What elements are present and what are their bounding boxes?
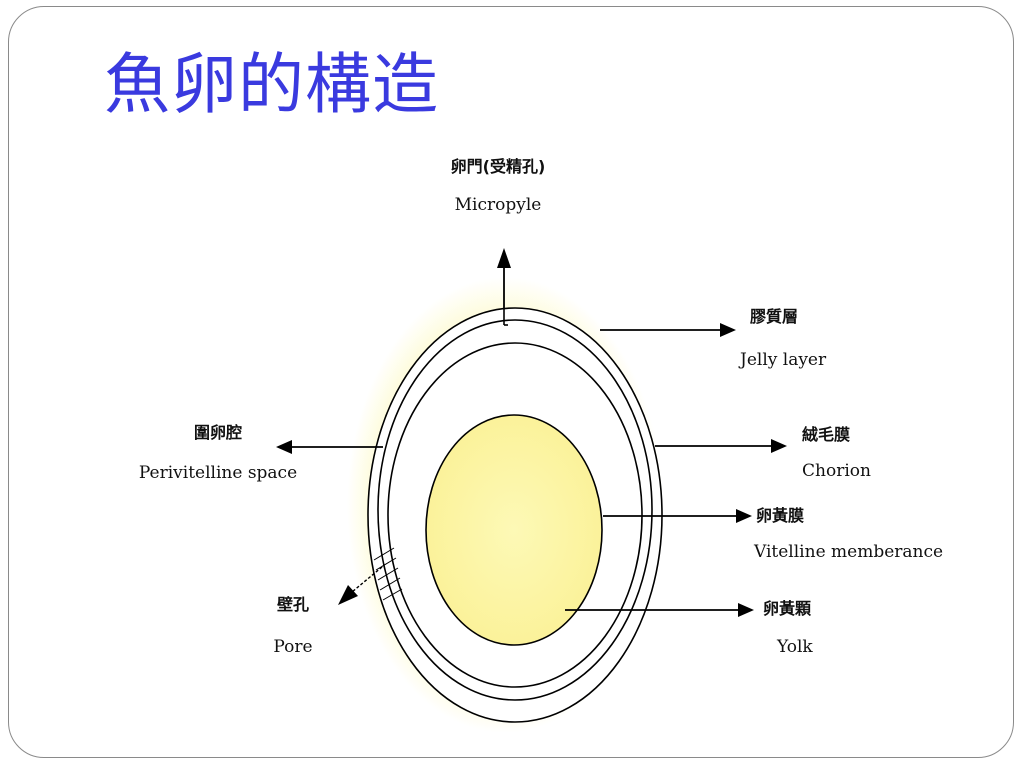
label-yolk-en: Yolk <box>776 637 813 657</box>
pore-arrow <box>338 566 383 605</box>
slide-frame <box>8 6 1014 758</box>
label-yolk-zh: 卵黃顆 <box>763 599 812 618</box>
vitelline-arrow <box>603 509 752 523</box>
chorion-arrow <box>655 439 787 453</box>
label-micropyle-en: Micropyle <box>455 195 542 215</box>
micropyle-arrow <box>497 248 511 308</box>
label-jelly-zh: 膠質層 <box>750 307 798 326</box>
label-vitelline-zh: 卵黃膜 <box>756 506 804 525</box>
label-micropyle-zh: 卵門(受精孔) <box>451 157 546 176</box>
yolk <box>425 414 603 646</box>
slide-title: 魚卵的構造 <box>104 46 439 123</box>
label-perivitelline-zh: 圍卵腔 <box>194 423 242 442</box>
perivitelline-arrow <box>276 440 383 454</box>
label-chorion-en: Chorion <box>802 461 871 481</box>
label-vitelline-en: Vitelline memberance <box>753 542 943 562</box>
micropyle-opening <box>503 308 508 326</box>
yolk-arrow <box>565 603 754 617</box>
pore-hatching <box>373 547 403 601</box>
label-chorion-zh: 絨毛膜 <box>802 425 850 444</box>
label-perivitelline-en: Perivitelline space <box>139 463 297 483</box>
jelly-layer-arrow <box>600 323 736 337</box>
label-pore-en: Pore <box>273 637 312 657</box>
label-jelly-en: Jelly layer <box>738 350 827 370</box>
label-pore-zh: 壁孔 <box>277 595 309 614</box>
